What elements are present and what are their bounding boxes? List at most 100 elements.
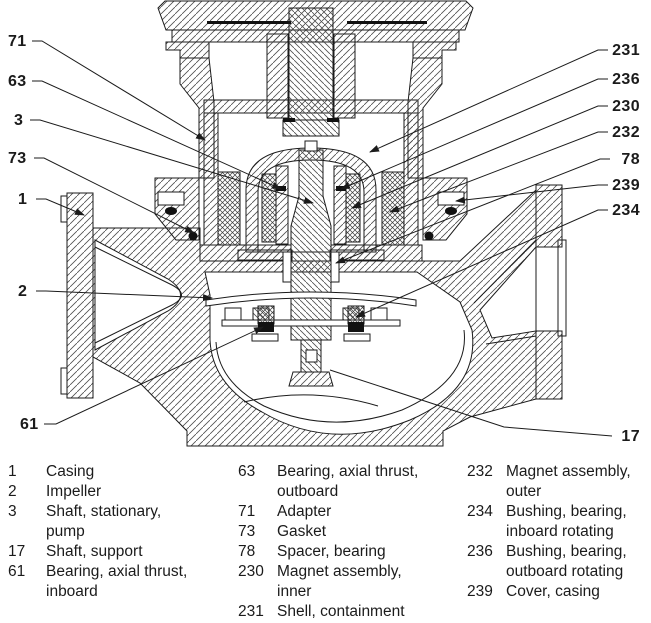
- leader-2: [36, 290, 213, 302]
- leader-71: [32, 40, 206, 141]
- inboard-bushing: [257, 305, 275, 325]
- part-name: Shaft, support: [46, 543, 143, 560]
- callout-230: 230: [612, 98, 640, 115]
- legend-entry: 3 Shaft, stationary,pump: [8, 502, 187, 542]
- legend-entry: 78 Spacer, bearing: [238, 542, 418, 562]
- leader-78: [335, 158, 610, 264]
- callout-2: 2: [18, 283, 28, 300]
- legend-entry: 231 Shell, containment: [238, 602, 418, 622]
- leader-239: [455, 184, 608, 204]
- part-number: 61: [8, 563, 26, 580]
- part-number: 73: [238, 523, 256, 540]
- leader-234: [355, 209, 608, 318]
- callout-61: 61: [20, 416, 39, 433]
- legend-entry: 17 Shaft, support: [8, 542, 187, 562]
- callout-71: 71: [8, 33, 27, 50]
- discharge-flange: [535, 330, 563, 400]
- callout-239: 239: [612, 177, 640, 194]
- leader-231: [369, 49, 608, 153]
- outer-magnet-ring: [381, 171, 405, 246]
- part-number: 230: [238, 563, 264, 580]
- discharge-flange: [535, 184, 563, 248]
- legend-entry: 61 Bearing, axial thrust,inboard: [8, 562, 187, 602]
- pump-drawing-svg: [30, 0, 613, 447]
- gasket: [188, 231, 198, 241]
- part-name: Casing: [46, 463, 95, 480]
- axial-thrust-bearing-inboard: [258, 322, 274, 332]
- support-shaft: [288, 339, 334, 387]
- part-name: Bearing, axial thrust,inboard: [46, 563, 188, 600]
- part-name: Impeller: [46, 483, 102, 500]
- leader-61: [44, 326, 264, 425]
- part-number: 71: [238, 503, 256, 520]
- axial-thrust-bearing-inboard: [348, 322, 364, 332]
- part-number: 17: [8, 543, 26, 560]
- callout-231: 231: [612, 42, 640, 59]
- legend-entry: 236 Bushing, bearing,outboard rotating: [467, 542, 631, 582]
- part-name: Adapter: [277, 503, 332, 520]
- leader-17: [329, 369, 613, 437]
- adapter: [179, 57, 443, 179]
- part-name: Bearing, axial thrust,outboard: [277, 463, 419, 500]
- legend-column-3: 232 Magnet assembly,outer 234 Bushing, b…: [467, 462, 631, 602]
- legend-entry: 234 Bushing, bearing,inboard rotating: [467, 502, 631, 542]
- leader-73: [34, 157, 195, 234]
- legend-entry: 232 Magnet assembly,outer: [467, 462, 631, 502]
- bearing-spacer: [330, 251, 340, 283]
- part-name: Shaft, stationary,pump: [46, 503, 162, 540]
- leader-1: [36, 198, 85, 216]
- callout-236: 236: [612, 71, 640, 88]
- part-name: Magnet assembly,inner: [277, 563, 402, 600]
- part-number: 2: [8, 483, 17, 500]
- callout-78: 78: [621, 151, 640, 168]
- outer-magnet-ring: [217, 171, 241, 246]
- part-number: 239: [467, 583, 493, 600]
- part-number: 3: [8, 503, 17, 520]
- part-name: Gasket: [277, 523, 327, 540]
- inner-magnet-ring: [261, 173, 277, 243]
- callout-17: 17: [621, 428, 640, 445]
- callout-1: 1: [18, 191, 28, 208]
- suction-flange: [66, 192, 94, 399]
- legend-entry: 73 Gasket: [238, 522, 418, 542]
- part-number: 1: [8, 463, 17, 480]
- part-number: 78: [238, 543, 256, 560]
- part-number: 236: [467, 543, 493, 560]
- volute-inner-wall: [215, 329, 465, 423]
- part-name: Bushing, bearing,outboard rotating: [506, 543, 627, 580]
- callout-63: 63: [8, 73, 27, 90]
- part-number: 232: [467, 463, 493, 480]
- legend-column-2: 63 Bearing, axial thrust,outboard 71 Ada…: [238, 462, 418, 622]
- leader-3: [30, 119, 314, 204]
- part-name: Shell, containment: [277, 603, 405, 620]
- pump-cross-section-drawing: 71 63 3 73 1 2 61 231 236 230 232 78 239…: [8, 0, 640, 447]
- stationary-pump-shaft: [282, 140, 340, 341]
- part-name: Magnet assembly,outer: [506, 463, 631, 500]
- legend-entry: 239 Cover, casing: [467, 582, 631, 602]
- casing: [60, 184, 567, 447]
- callout-73: 73: [8, 150, 27, 167]
- leader-232: [389, 131, 608, 213]
- callout-232: 232: [612, 124, 640, 141]
- legend-entry: 71 Adapter: [238, 502, 418, 522]
- leader-lines: [30, 40, 613, 437]
- part-name: Spacer, bearing: [277, 543, 386, 560]
- leader-230: [351, 105, 608, 209]
- drive-shaft: [282, 7, 340, 137]
- leader-236: [340, 78, 608, 190]
- legend-entry: 2 Impeller: [8, 482, 187, 502]
- leader-63: [32, 80, 282, 190]
- part-number: 63: [238, 463, 256, 480]
- legend-entry: 230 Magnet assembly,inner: [238, 562, 418, 602]
- legend-entry: 1 Casing: [8, 462, 187, 482]
- callout-234: 234: [612, 202, 640, 219]
- part-number: 234: [467, 503, 493, 520]
- part-name: Bushing, bearing,inboard rotating: [506, 503, 627, 540]
- part-name: Cover, casing: [506, 583, 600, 600]
- bearing-spacer: [282, 251, 292, 283]
- callout-3: 3: [14, 112, 24, 129]
- gasket: [424, 231, 434, 241]
- part-number: 231: [238, 603, 264, 620]
- suction-cone-wall: [94, 246, 182, 344]
